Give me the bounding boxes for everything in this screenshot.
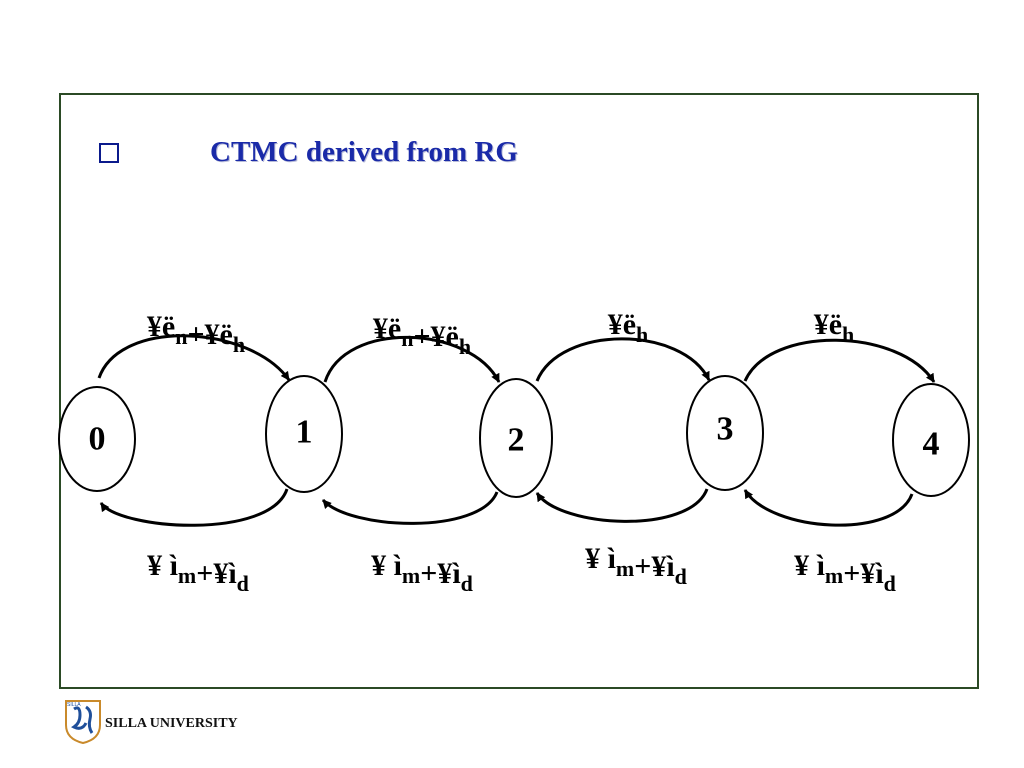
state-node-label-1: 1 <box>296 414 313 451</box>
transition-rate-label-4-to-3: ¥ ìm+¥ìd <box>794 549 896 596</box>
transition-rate-label-1-to-2: ¥ën+¥ëh <box>373 312 471 359</box>
transition-rate-label-2-to-1: ¥ ìm+¥ìd <box>371 549 473 596</box>
state-node-label-3: 3 <box>717 411 734 448</box>
transition-arrow-4-to-3 <box>743 489 914 527</box>
transition-rate-label-3-to-4: ¥ëh <box>814 308 855 347</box>
transition-rate-label-0-to-1: ¥ën+¥ëh <box>147 310 245 357</box>
slide-frame <box>59 93 979 689</box>
square-bullet-icon <box>99 143 119 163</box>
transition-arrow-1-to-0 <box>99 488 289 527</box>
transition-arrow-0-to-1 <box>97 334 291 381</box>
state-node-label-2: 2 <box>508 422 525 459</box>
transition-rate-label-1-to-0: ¥ ìm+¥ìd <box>147 549 249 596</box>
transition-rate-label-3-to-2: ¥ ìm+¥ìd <box>585 542 687 589</box>
state-node-label-4: 4 <box>923 426 940 463</box>
logo-small-text: SILLA <box>67 702 81 708</box>
slide-title: CTMC derived from RG <box>210 136 518 168</box>
state-node-1 <box>265 375 343 493</box>
footer-university-name: SILLA UNIVERSITY <box>105 716 238 731</box>
state-node-2 <box>479 378 553 498</box>
transition-arrow-3-to-4 <box>743 338 936 383</box>
state-node-3 <box>686 375 764 491</box>
transition-arrow-3-to-2 <box>535 488 709 523</box>
transition-arrow-1-to-2 <box>323 335 501 383</box>
transition-rate-label-2-to-3: ¥ëh <box>608 308 649 347</box>
transition-arrow-2-to-3 <box>535 337 711 382</box>
state-node-label-0: 0 <box>89 421 106 458</box>
state-node-4 <box>892 383 970 497</box>
silla-university-logo: SILLA <box>65 700 101 745</box>
transition-arrow-2-to-1 <box>321 491 499 525</box>
state-node-0 <box>58 386 136 492</box>
